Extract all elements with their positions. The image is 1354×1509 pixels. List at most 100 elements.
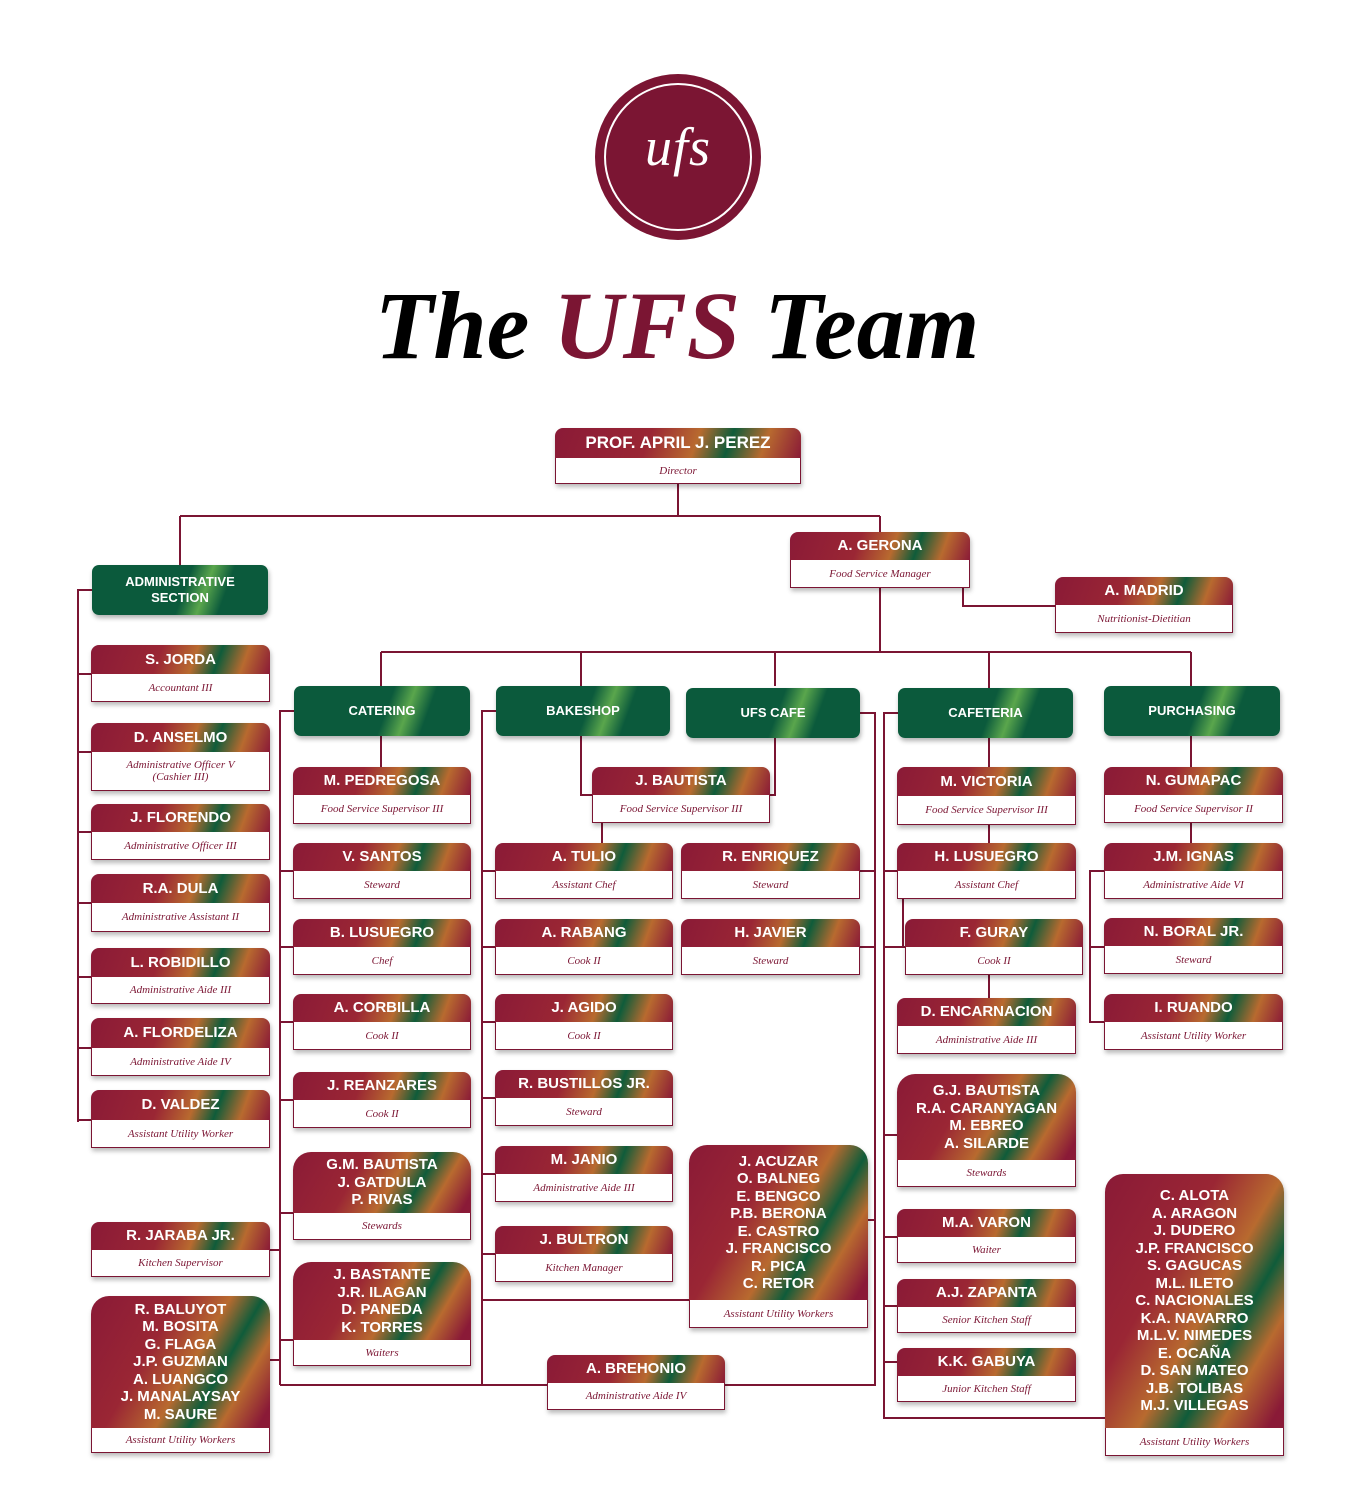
staff-name: M. JANIO [550, 1151, 618, 1169]
staff-names: L. ROBIDILLO [91, 948, 270, 977]
staff-name: N. BORAL JR. [1143, 923, 1244, 941]
position-text: Kitchen Supervisor [138, 1257, 223, 1269]
position-text: Assistant Utility Workers [1139, 1435, 1250, 1448]
staff-name: J. ACUZAR [738, 1152, 819, 1170]
staff-names: D. ENCARNACION [897, 998, 1076, 1026]
staff-name: A. ARAGON [1151, 1204, 1238, 1222]
position-text: Steward [566, 1105, 602, 1118]
staff-name: M. SAURE [143, 1405, 218, 1423]
staff-name: M. PEDREGOSA [323, 772, 441, 790]
staff-name: M. EBREO [949, 1117, 1024, 1134]
connector [725, 712, 876, 1386]
title-post: Team [740, 272, 980, 379]
staff-names: A.J. ZAPANTA [897, 1279, 1076, 1307]
connector [77, 589, 92, 1122]
position-text: Junior Kitchen Staff [942, 1382, 1031, 1395]
staff-position: Administrative Aide IV [547, 1383, 725, 1410]
staff-position: Cook II [495, 1022, 673, 1050]
position-text: Cook II [567, 954, 601, 967]
staff-name: P.B. BERONA [730, 1205, 827, 1222]
staff-name: J. FRANCISCO [725, 1240, 832, 1257]
staff-name: J. AGIDO [551, 999, 617, 1017]
connector [179, 484, 881, 565]
position-text: Chef [371, 954, 393, 967]
staff-names: D. VALDEZ [91, 1090, 270, 1120]
staff-position: Waiters [293, 1340, 471, 1366]
staff-position: Nutritionist-Dietitian [1055, 605, 1233, 633]
staff-position: Administrative Aide IV [91, 1048, 270, 1076]
staff-name: R. BUSTILLOS JR. [518, 1075, 650, 1093]
staff-names: M. VICTORIA [897, 767, 1076, 796]
staff-name: G.J. BAUTISTA [932, 1082, 1041, 1099]
staff-name: J. BASTANTE [333, 1266, 431, 1283]
staff-names: A. MADRID [1055, 577, 1233, 605]
position-text: Food Service Supervisor III [925, 804, 1048, 816]
position-text: Assistant Utility Workers [125, 1434, 236, 1446]
staff-name: A. SILARDE [943, 1134, 1029, 1152]
staff-names: A. GERONA [790, 532, 970, 560]
position-text: Administrative Aide VI [1143, 878, 1244, 891]
staff-name: B. LUSUEGRO [329, 924, 435, 942]
position-text: Administrative Aide IV [130, 1055, 231, 1068]
staff-name: J. DUDERO [1153, 1222, 1236, 1240]
title-accent: UFS [553, 272, 741, 379]
staff-name: M.L. ILETO [1155, 1274, 1234, 1292]
position-text: Administrative Aide III [935, 1033, 1038, 1046]
section-label: UFS CAFE [740, 705, 806, 720]
staff-name: J. REANZARES [326, 1077, 438, 1095]
position-text: Steward [752, 954, 789, 967]
staff-position: Steward [293, 871, 471, 899]
position-text: Waiters [365, 1346, 399, 1359]
staff-names: K.K. GABUYA [897, 1348, 1076, 1376]
staff-name: J.P. FRANCISCO [1135, 1239, 1254, 1257]
position-text: Steward [1175, 953, 1212, 966]
staff-name: O. BALNEG [736, 1170, 821, 1187]
staff-card-perez: PROF. APRIL J. PEREZ Director [555, 428, 801, 484]
staff-names: D. ANSELMO [91, 723, 270, 752]
staff-name: P. RIVAS [351, 1191, 413, 1209]
position-text: Accountant III [148, 681, 213, 694]
staff-card-victoria: M. VICTORIA Food Service Supervisor III [897, 767, 1076, 825]
page-title: The UFS Team [0, 270, 1354, 381]
staff-name: C. ALOTA [1159, 1187, 1230, 1205]
position-text: Assistant Utility Worker [1140, 1029, 1247, 1042]
staff-names: J.M. IGNAS [1104, 843, 1283, 871]
staff-position: Food Service Manager [790, 560, 970, 588]
position-text: Cook II [567, 1029, 601, 1042]
staff-position: Food Service Supervisor II [1104, 795, 1283, 823]
position-text: Director [659, 464, 697, 477]
staff-name: J.P. GUZMAN [133, 1353, 228, 1371]
logo-text: ufs [644, 117, 712, 177]
staff-names: N. GUMAPAC [1104, 767, 1283, 795]
staff-name: A. LUANGCO [133, 1370, 228, 1388]
staff-position: Food Service Supervisor III [592, 795, 770, 823]
staff-names: J. FLORENDO [91, 804, 270, 832]
staff-position: Assistant Utility Workers [689, 1300, 868, 1328]
staff-position: Cook II [293, 1100, 471, 1128]
staff-name: M.J. VILLEGAS [1140, 1397, 1249, 1415]
staff-name: R. ENRIQUEZ [722, 848, 819, 866]
staff-names: J. BAUTISTA [592, 767, 770, 795]
staff-name: PROF. APRIL J. PEREZ [585, 433, 771, 453]
section-cafe: UFS CAFE [686, 688, 860, 738]
staff-name: J.R. ILAGAN [337, 1283, 427, 1301]
